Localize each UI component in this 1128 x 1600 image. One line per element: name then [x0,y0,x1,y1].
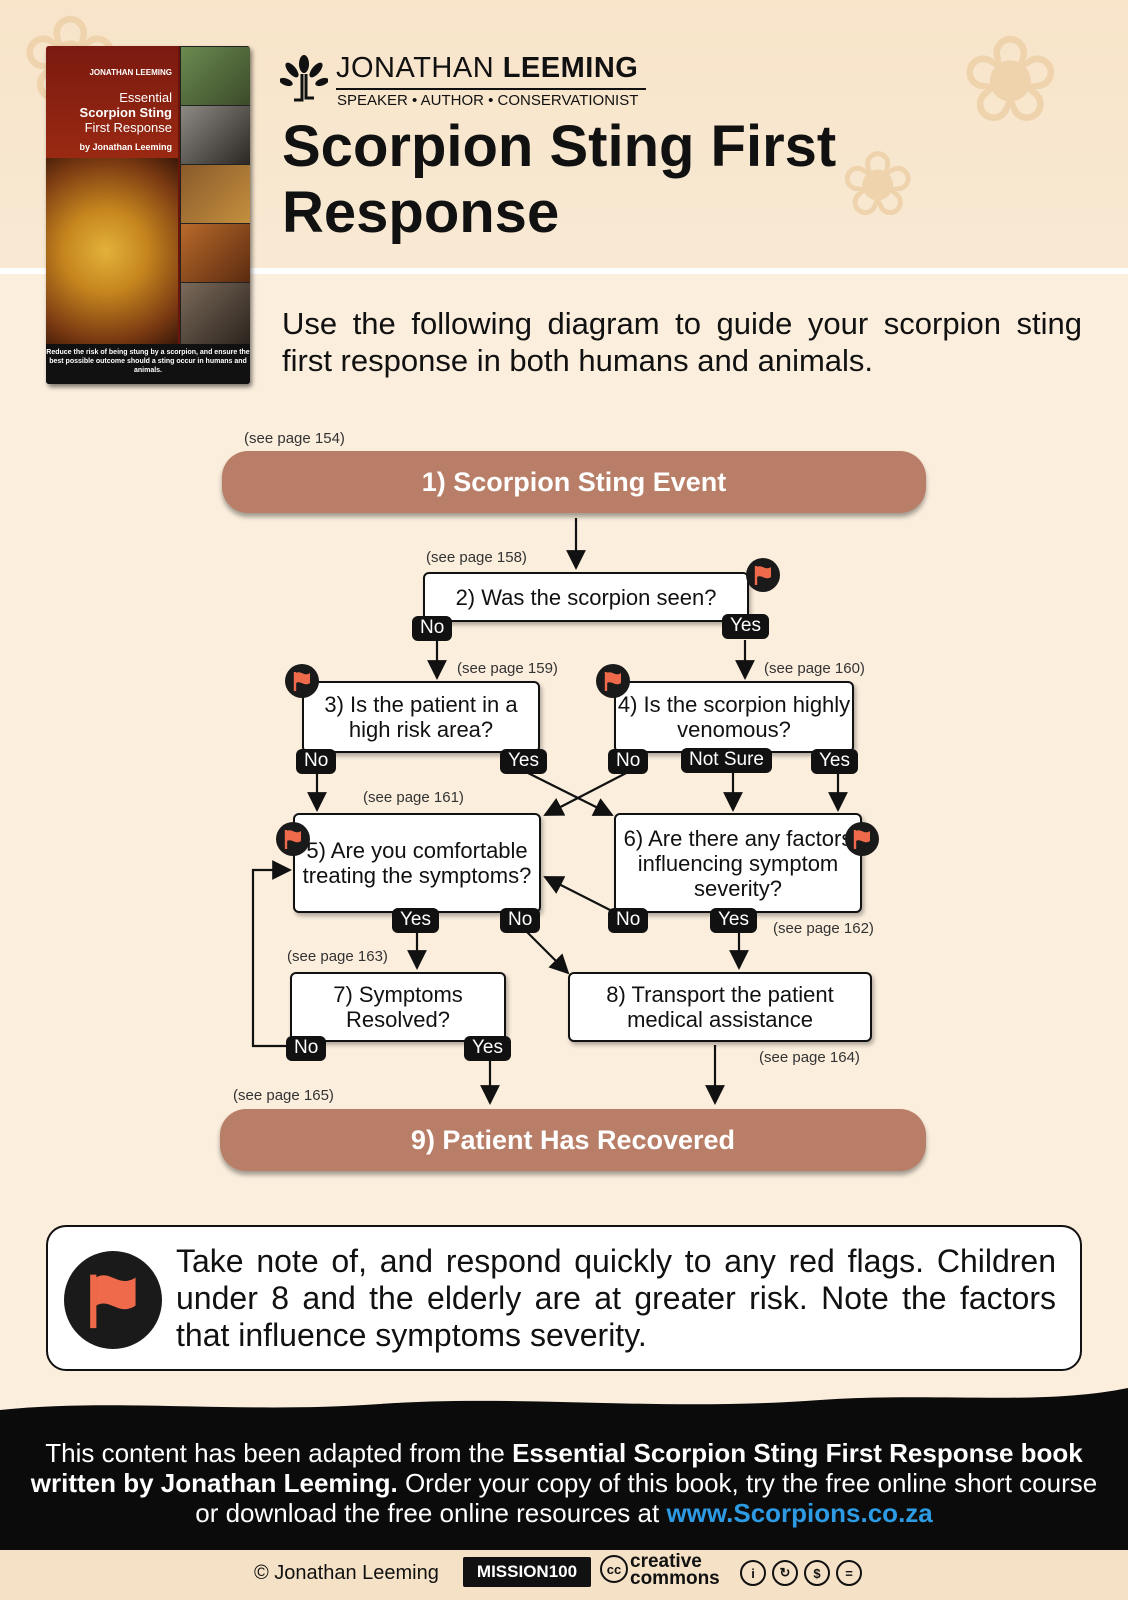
page-ref: (see page 162) [773,920,874,937]
no-label: No [608,908,649,933]
page-ref: (see page 154) [244,430,345,447]
yes-label: Yes [710,908,757,933]
footer-text: This content has been adapted from the E… [30,1438,1098,1528]
cc-icon: cc [600,1555,628,1583]
book-thumb [180,223,250,283]
yes-label: Yes [392,908,439,933]
severity-factors-node: 6) Are there any factors influencing sym… [614,813,862,913]
red-flag-icon [596,664,630,698]
brand-tagline: SPEAKER • AUTHOR • CONSERVATIONIST [337,92,639,109]
no-derivatives-icon: = [836,1560,862,1586]
page-ref: (see page 163) [287,948,388,965]
red-flag-icon [845,822,879,856]
no-label: No [608,749,649,774]
yes-label: Yes [500,749,547,774]
no-label: No [296,749,337,774]
scorpion-decoration: ❀ [960,13,1061,147]
tree-logo-icon [280,55,328,102]
red-flag-icon [276,822,310,856]
copyright: © Jonathan Leeming [254,1562,439,1584]
book-blurb: Reduce the risk of being stung by a scor… [46,344,250,384]
book-title: Essential Scorpion Sting First Response [79,90,172,135]
yes-label: Yes [811,749,858,774]
page-title: Scorpion Sting First Response [282,114,837,245]
sting-event-node: 1) Scorpion Sting Event [222,451,926,513]
page-ref: (see page 161) [363,789,464,806]
book-thumb [180,164,250,224]
scorpion-decoration: ❀ [840,135,916,235]
book-brand: JONATHAN LEEMING [89,68,172,77]
red-flag-note: Take note of, and respond quickly to any… [46,1225,1082,1371]
note-text: Take note of, and respond quickly to any… [176,1243,1056,1353]
page-ref: (see page 165) [233,1087,334,1104]
transport-patient-node: 8) Transport the patient medical assista… [568,972,872,1042]
header-divider [0,268,1128,274]
comfortable-treating-node: 5) Are you comfortable treating the symp… [293,813,541,913]
book-cover: JONATHAN LEEMING Essential Scorpion Stin… [46,46,250,384]
no-label: No [412,616,453,641]
page-ref: (see page 158) [426,549,527,566]
page-ref: (see page 164) [759,1049,860,1066]
page-ref: (see page 160) [764,660,865,677]
yes-label: Yes [722,614,769,639]
intro-text: Use the following diagram to guide your … [282,306,1082,378]
high-risk-area-node: 3) Is the patient in a high risk area? [302,681,540,753]
symptoms-resolved-node: 7) Symptoms Resolved? [290,972,506,1042]
website-link[interactable]: www.Scorpions.co.za [666,1498,933,1528]
mission100-logo: MISSION100 [463,1557,591,1587]
red-flag-icon [64,1251,162,1349]
non-commercial-icon: $ [804,1560,830,1586]
attribution-icon: i [740,1560,766,1586]
book-author: by Jonathan Leeming [79,142,172,152]
book-cover-top [46,46,178,166]
not-sure-label: Not Sure [681,748,772,773]
page-ref: (see page 159) [457,660,558,677]
no-label: No [286,1036,327,1061]
red-flag-icon [285,664,319,698]
book-thumb [180,282,250,346]
no-label: No [500,908,541,933]
red-flag-icon [746,558,780,592]
brand-rule [336,88,646,90]
share-alike-icon: ↻ [772,1560,798,1586]
yes-label: Yes [464,1036,511,1061]
patient-recovered-node: 9) Patient Has Recovered [220,1109,926,1171]
book-cover-photo [46,158,178,344]
highly-venomous-node: 4) Is the scorpion highly venomous? [614,681,854,753]
footer-brush-edge [0,1388,1128,1416]
scorpion-seen-node: 2) Was the scorpion seen? [423,572,749,622]
book-thumb [180,105,250,165]
brand-name: JONATHAN LEEMING [336,52,639,84]
